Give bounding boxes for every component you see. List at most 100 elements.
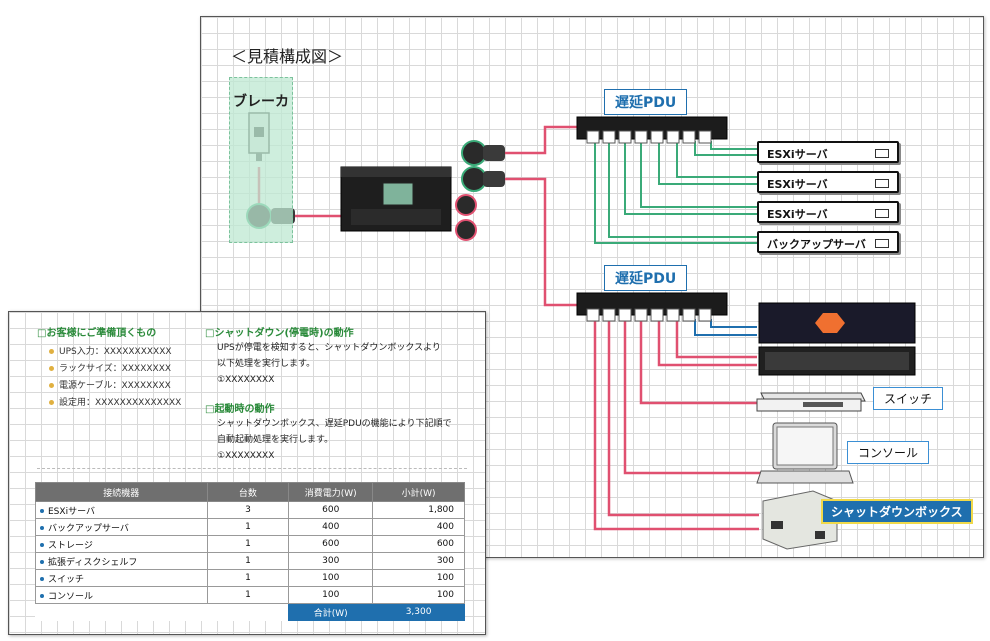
connection-diagram bbox=[246, 112, 916, 550]
pdu2-outlet1-wire bbox=[593, 319, 759, 531]
breaker-zone bbox=[229, 77, 293, 243]
text-line: 自動起動処理を実行します。 bbox=[217, 435, 334, 445]
text-line: UPSが停電を検知すると、シャットダウンボックスより bbox=[217, 343, 441, 353]
diagram-title: ＜見積構成図＞ bbox=[231, 47, 344, 66]
device-name-cell: ESXiサーバ bbox=[35, 501, 208, 519]
storage-array bbox=[758, 302, 916, 344]
bullet-icon bbox=[40, 560, 44, 564]
table-row: スイッチ 1 100 100 bbox=[35, 569, 465, 587]
network-switch bbox=[756, 392, 866, 412]
pdu-device-1 bbox=[576, 116, 728, 144]
device-name: 拡張ディスクシェルフ bbox=[48, 557, 138, 568]
bullet-icon bbox=[49, 400, 54, 405]
startup-behavior-heading: □起動時の動作 bbox=[205, 404, 275, 415]
switch-label: スイッチ bbox=[873, 387, 944, 410]
quantity-cell: 1 bbox=[206, 552, 290, 570]
pdu2-to-storage-wire bbox=[694, 319, 757, 336]
pdu-device-2 bbox=[576, 292, 728, 322]
plug-icon bbox=[461, 140, 505, 166]
table-header-row: 接続機器 台数 消費電力(W) 小計(W) bbox=[35, 482, 465, 502]
table-row: コンソール 1 100 100 bbox=[35, 586, 465, 604]
server-label: ESXiサーバ bbox=[767, 148, 828, 161]
diagram-sheet: ＜見積構成図＞ ブレーカ 遅延PDU 遅延PDU ESXiサーバ ESXiサーバ… bbox=[200, 16, 984, 558]
blue-wiring bbox=[694, 319, 757, 336]
server-label: ESXiサーバ bbox=[767, 208, 828, 221]
column-header: 台数 bbox=[206, 482, 290, 502]
text-line: ①XXXXXXXX bbox=[217, 451, 275, 461]
empty-cell bbox=[36, 604, 208, 621]
subtotal-cell: 400 bbox=[372, 518, 465, 536]
device-name-cell: ストレージ bbox=[35, 535, 208, 553]
power-cell: 100 bbox=[288, 586, 374, 604]
pdu2-outlet2-wire bbox=[607, 319, 759, 517]
table-row: バックアップサーバ 1 400 400 bbox=[35, 518, 465, 536]
table-row: 拡張ディスクシェルフ 1 300 300 bbox=[35, 552, 465, 570]
bullet-icon bbox=[49, 383, 54, 388]
bullet-icon bbox=[40, 509, 44, 513]
pdu2-outlet3-wire bbox=[623, 319, 761, 475]
text-line: シャットダウンボックス、遅延PDUの機能により下記順で bbox=[217, 419, 452, 429]
total-label: 合計(W) bbox=[288, 603, 374, 621]
pdu1-to-esxi2-wire bbox=[658, 141, 757, 185]
power-wiring bbox=[257, 125, 761, 531]
quantity-cell: 1 bbox=[206, 569, 290, 587]
total-value: 3,300 bbox=[372, 603, 465, 621]
device-name-cell: コンソール bbox=[35, 586, 208, 604]
section-divider bbox=[37, 468, 467, 469]
pdu1-to-esxi2-wire-2 bbox=[676, 141, 757, 178]
server-leds-icon bbox=[875, 239, 889, 248]
server-leds-icon bbox=[875, 179, 889, 188]
table-total-row: 合計(W) 3,300 bbox=[36, 603, 465, 621]
disk-shelf bbox=[758, 346, 916, 376]
bullet-icon bbox=[49, 349, 54, 354]
spare-outlet-icon bbox=[455, 219, 477, 241]
text-line: 以下処理を実行します。 bbox=[217, 359, 316, 369]
shutdown-behavior-text: UPSが停電を検知すると、シャットダウンボックスより 以下処理を実行します。 ①… bbox=[217, 340, 441, 388]
power-cell: 300 bbox=[288, 552, 374, 570]
spare-outlet-icon bbox=[455, 194, 477, 216]
server-box-backup: バックアップサーバ bbox=[757, 231, 899, 253]
pdu2-outlet6-wire bbox=[675, 319, 757, 359]
pdu-label-1: 遅延PDU bbox=[604, 89, 688, 115]
column-header: 小計(W) bbox=[372, 482, 465, 502]
customer-item: UPS入力：XXXXXXXXXXX bbox=[49, 344, 172, 357]
bullet-icon bbox=[40, 543, 44, 547]
bullet-icon bbox=[40, 594, 44, 598]
server-leds-icon bbox=[875, 149, 889, 158]
pdu1-to-esxi3-wire bbox=[624, 141, 757, 215]
column-header: 消費電力(W) bbox=[288, 482, 374, 502]
device-name-cell: バックアップサーバ bbox=[35, 518, 208, 536]
quantity-cell: 1 bbox=[206, 518, 290, 536]
ups-to-pdu1-wire bbox=[501, 125, 577, 155]
customer-item-text: 電源ケーブル：XXXXXXXX bbox=[59, 381, 171, 391]
console-laptop bbox=[756, 422, 854, 484]
shutdown-behavior-heading: □シャットダウン(停電時)の動作 bbox=[205, 328, 354, 339]
device-name-cell: スイッチ bbox=[35, 569, 208, 587]
customer-item-text: 設定用：XXXXXXXXXXXXXX bbox=[59, 398, 182, 408]
power-cell: 600 bbox=[288, 535, 374, 553]
ups-to-pdu2-wire bbox=[501, 177, 577, 307]
column-header: 接続機器 bbox=[35, 482, 208, 502]
empty-cell bbox=[207, 604, 289, 621]
breaker-label: ブレーカ bbox=[233, 94, 289, 110]
device-name: ストレージ bbox=[48, 540, 93, 551]
shutdown-box-label: シャットダウンボックス bbox=[821, 499, 973, 524]
shutdown-box-device bbox=[762, 490, 838, 550]
pdu1-to-esxi3-wire-2 bbox=[640, 141, 757, 208]
device-name: ESXiサーバ bbox=[48, 506, 95, 517]
customer-item: 電源ケーブル：XXXXXXXX bbox=[49, 378, 171, 391]
ups-device bbox=[340, 166, 452, 232]
equipment-table: 接続機器 台数 消費電力(W) 小計(W) ESXiサーバ 3 600 1,80… bbox=[35, 482, 465, 621]
pdu2-to-storage-wire-2 bbox=[710, 319, 757, 328]
quantity-cell: 3 bbox=[206, 501, 290, 519]
customer-item-text: ラックサイズ：XXXXXXXX bbox=[59, 364, 172, 374]
customer-item-text: UPS入力：XXXXXXXXXXX bbox=[59, 347, 172, 357]
server-box-esxi-3: ESXiサーバ bbox=[757, 201, 899, 223]
details-sheet: □お客様にご準備頂くもの UPS入力：XXXXXXXXXXX ラックサイズ：XX… bbox=[8, 311, 486, 635]
startup-behavior-text: シャットダウンボックス、遅延PDUの機能により下記順で 自動起動処理を実行します… bbox=[217, 416, 452, 464]
subtotal-cell: 1,800 bbox=[372, 501, 465, 519]
quantity-cell: 1 bbox=[206, 535, 290, 553]
server-box-esxi-1: ESXiサーバ bbox=[757, 141, 899, 163]
quantity-cell: 1 bbox=[206, 586, 290, 604]
table-row: ESXiサーバ 3 600 1,800 bbox=[35, 501, 465, 519]
